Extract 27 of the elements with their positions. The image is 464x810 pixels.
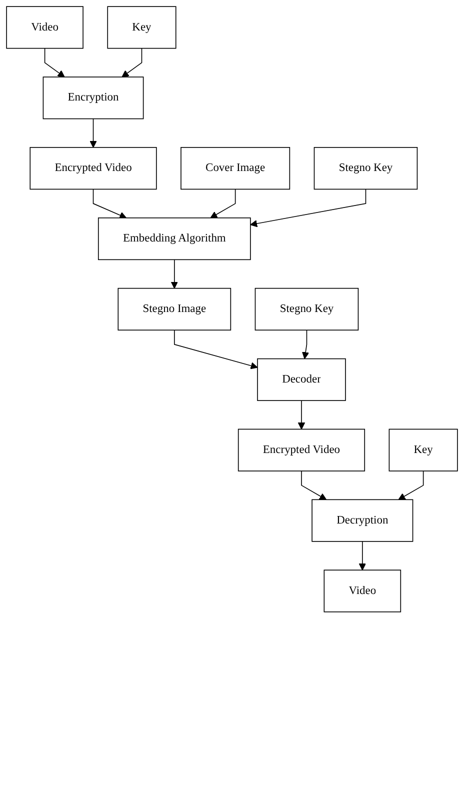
arrow: [122, 48, 142, 78]
arrow: [174, 330, 258, 370]
node-box: Decoder: [257, 358, 346, 401]
arrow: [358, 541, 366, 570]
node-box: Encryption: [42, 76, 144, 120]
arrow: [210, 188, 236, 218]
node-box: Video: [6, 6, 84, 49]
arrow: [302, 330, 310, 360]
arrow: [92, 188, 127, 219]
node-box: Decryption: [312, 499, 414, 542]
node-box: Cover Image: [180, 147, 290, 190]
node-box: Stegno Image: [118, 288, 232, 331]
arrow: [170, 259, 178, 289]
arrow: [301, 470, 327, 500]
node-box: Stegno Key: [314, 147, 418, 190]
arrow: [90, 118, 97, 148]
node-box: Video: [324, 570, 402, 612]
node-box: Embedding Algorithm: [98, 217, 251, 260]
node-box: Key: [107, 6, 176, 49]
arrow: [398, 470, 424, 500]
node-box: Encrypted Video: [238, 428, 366, 472]
arrow: [250, 188, 366, 228]
arrow: [44, 48, 65, 78]
node-box: Key: [388, 428, 458, 472]
node-box: Stegno Key: [254, 288, 359, 331]
arrow: [298, 400, 306, 430]
node-box: Encrypted Video: [30, 147, 157, 190]
